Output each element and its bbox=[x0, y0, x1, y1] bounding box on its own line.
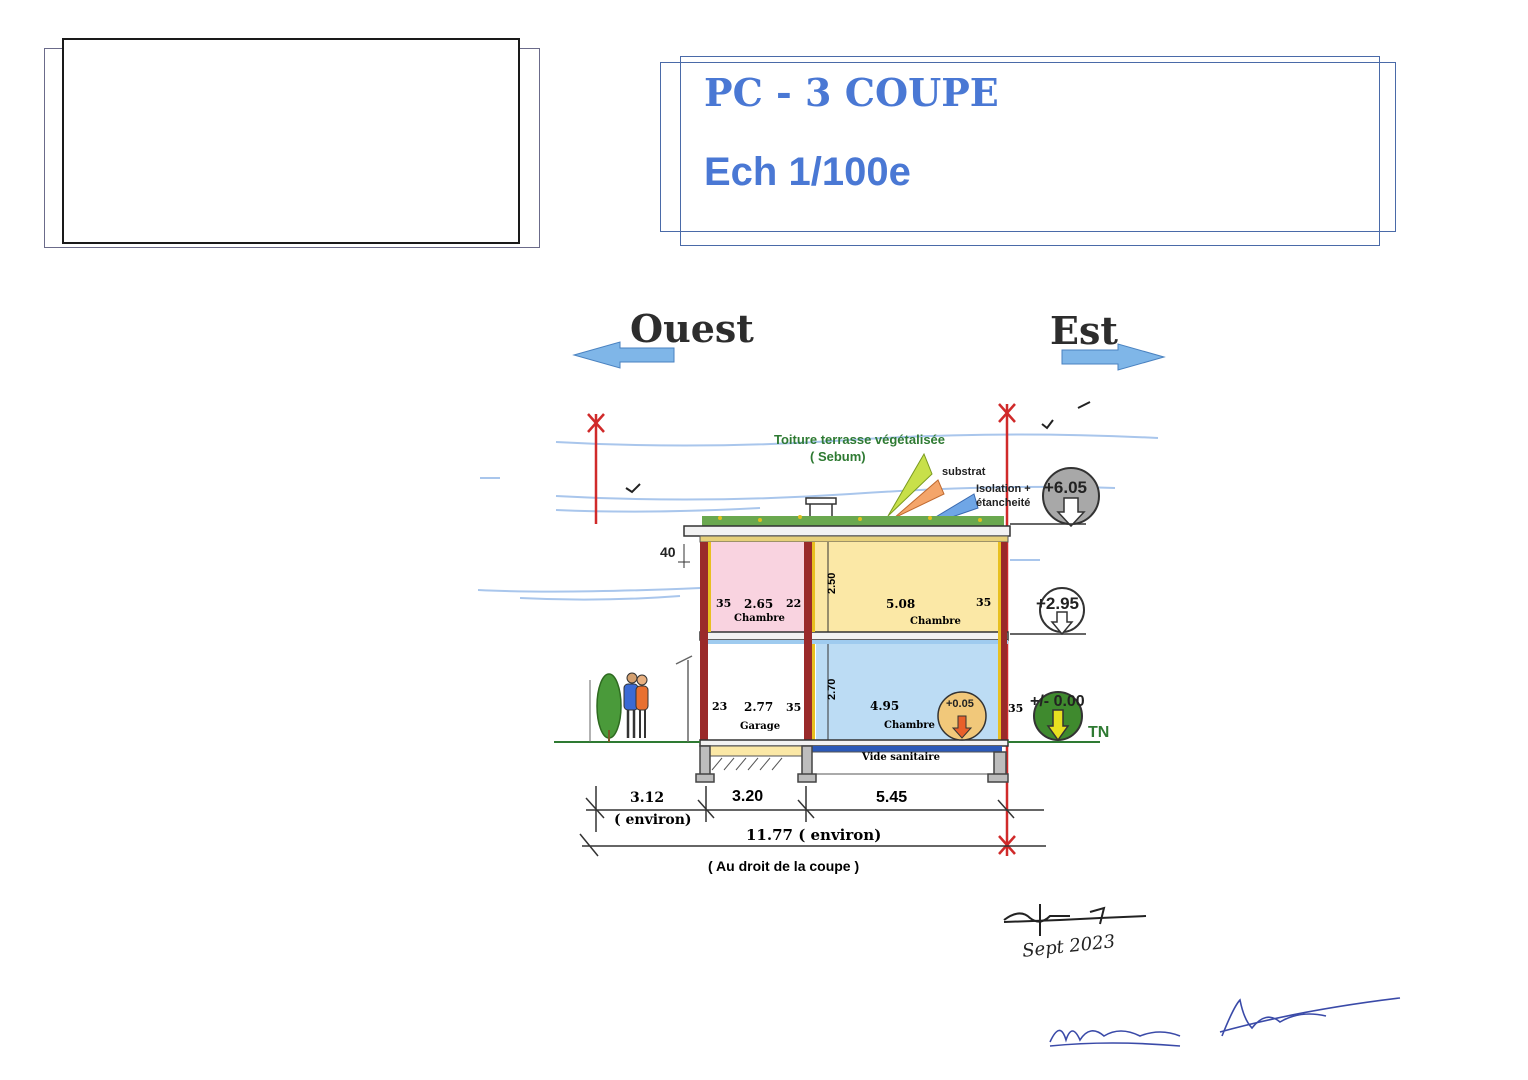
dim-span-left: 3.20 bbox=[732, 788, 764, 805]
title-frame bbox=[680, 56, 1380, 246]
dim-lower-mid-wall: 35 bbox=[786, 701, 802, 714]
room-lower-right-name: Chambre bbox=[884, 720, 935, 731]
dim-upper-right-wall: 35 bbox=[976, 596, 992, 609]
level-first-marker bbox=[1010, 587, 1086, 636]
level-ground-marker bbox=[1033, 691, 1083, 742]
upper-right-room bbox=[812, 542, 1000, 632]
dim-lower-right-width: 4.95 bbox=[870, 699, 900, 713]
level-interior-label: +0.05 bbox=[946, 698, 974, 710]
dim-span-right: 5.45 bbox=[876, 789, 908, 806]
level-top-label: +6.05 bbox=[1044, 478, 1088, 497]
dim-setback: 3.12 bbox=[630, 790, 665, 806]
roof-layer-substrat: substrat bbox=[942, 466, 986, 478]
title-frame-outer bbox=[660, 62, 1396, 232]
dim-upper-left-width: 2.65 bbox=[744, 597, 774, 611]
dim-parapet: 40 bbox=[660, 544, 676, 560]
dim-total: 11.77 ( environ) bbox=[746, 826, 882, 844]
dim-lower-left-width: 2.77 bbox=[744, 700, 774, 714]
roof-title: Toiture terrasse végétalisée bbox=[774, 432, 946, 447]
walls bbox=[700, 542, 1007, 740]
garage-room bbox=[710, 644, 806, 740]
dim-upper-right-width: 5.08 bbox=[886, 597, 916, 611]
level-top-marker bbox=[1010, 467, 1100, 528]
drawing-title: PC - 3 COUPE bbox=[704, 70, 999, 115]
roof-substrat-arrow bbox=[887, 452, 933, 517]
signature-owner-2 bbox=[1219, 997, 1401, 1037]
east-arrow-icon bbox=[1061, 343, 1166, 371]
dim-total-note: ( Au droit de la coupe ) bbox=[708, 858, 860, 874]
level-first-label: +2.95 bbox=[1036, 594, 1080, 613]
upper-left-room bbox=[710, 542, 806, 632]
dim-lower-left-wall: 23 bbox=[712, 700, 728, 713]
roof-layer-etancheite: étancheité bbox=[976, 497, 1031, 509]
dim-upper-left-wall: 35 bbox=[716, 597, 732, 610]
bird-icon bbox=[625, 401, 1091, 494]
roof-subtitle: ( Sebum) bbox=[810, 449, 866, 464]
level-interior-marker bbox=[937, 691, 987, 741]
west-height-marker bbox=[587, 413, 605, 524]
west-label: Ouest bbox=[630, 306, 754, 351]
cartouche-box bbox=[62, 38, 520, 244]
vertical-dimensions bbox=[678, 542, 829, 740]
room-upper-left-name: Chambre bbox=[734, 613, 785, 624]
signature-owner-1 bbox=[1049, 1029, 1181, 1047]
level-ground-label: +/- 0.00 bbox=[1030, 693, 1085, 710]
room-upper-right-name: Chambre bbox=[910, 616, 961, 627]
footings bbox=[695, 745, 1009, 783]
horizontal-dimensions bbox=[579, 786, 1046, 857]
roof-layer-isolation: Isolation + bbox=[976, 483, 1031, 495]
east-label: Est bbox=[1050, 308, 1118, 353]
crawl-space-label: Vide sanitaire bbox=[862, 752, 940, 763]
dim-upper-mid-wall: 22 bbox=[786, 597, 802, 610]
signature-architect bbox=[1003, 904, 1147, 936]
dim-lower-right-wall: 35 bbox=[1008, 702, 1024, 715]
sky-lines bbox=[477, 433, 1159, 601]
people-icon bbox=[623, 672, 649, 738]
roof-substrat-arrow-2 bbox=[893, 479, 945, 519]
drawing-scale: Ech 1/100e bbox=[704, 150, 911, 194]
level-ground-ref: TN bbox=[1088, 724, 1110, 741]
tree-icon bbox=[589, 673, 622, 742]
room-garage-name: Garage bbox=[740, 721, 781, 732]
green-roof bbox=[702, 516, 1004, 526]
west-arrow-icon bbox=[572, 341, 675, 369]
dim-setback-note: ( environ) bbox=[614, 812, 692, 828]
